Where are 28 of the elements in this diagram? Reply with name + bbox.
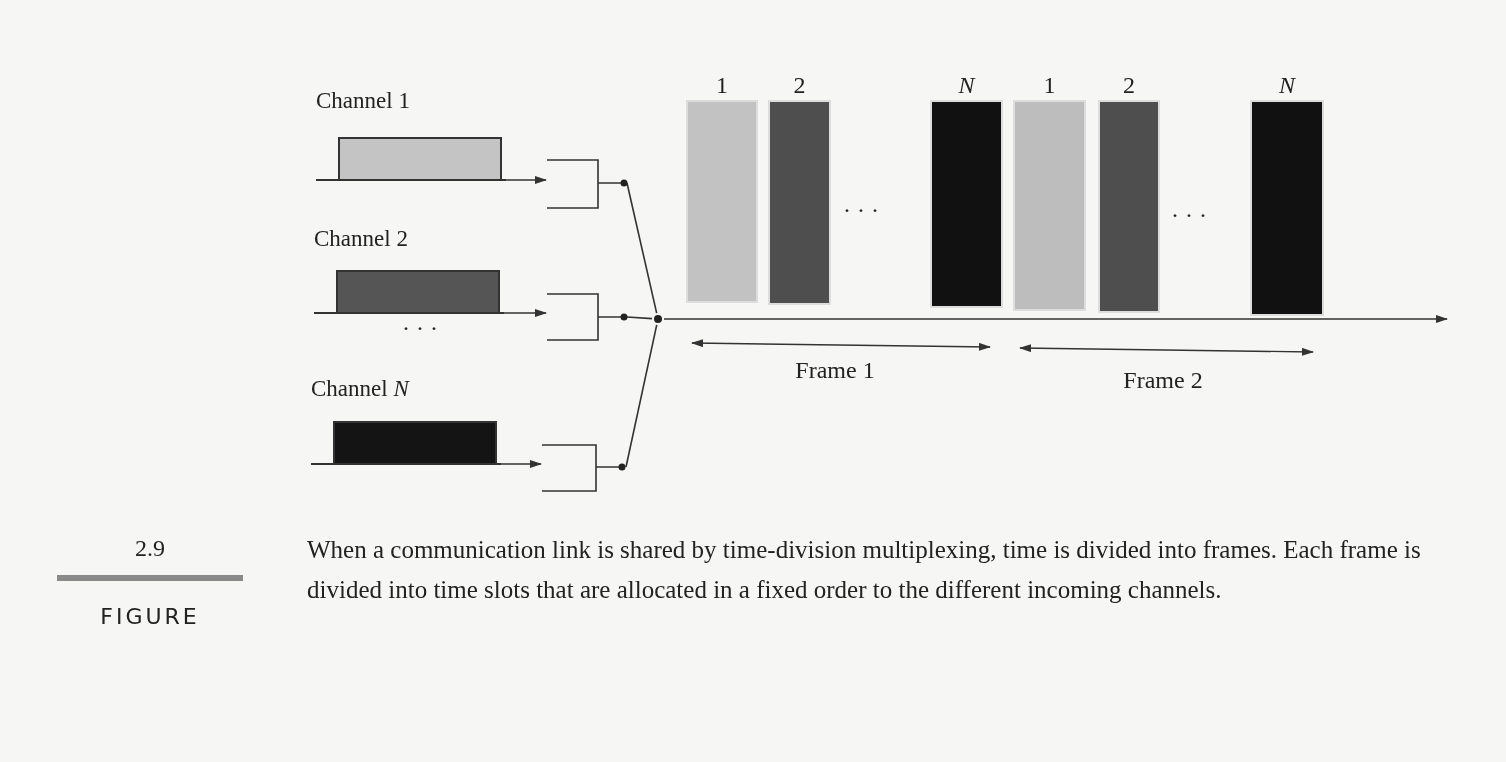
arrow — [505, 176, 547, 184]
connector-line — [626, 316, 653, 320]
frame-label: Frame 1 — [794, 356, 876, 385]
arrow — [503, 309, 547, 317]
connector-line — [625, 324, 658, 468]
slot-number: 1 — [716, 71, 728, 100]
switch-contact — [541, 443, 626, 493]
arrow — [500, 460, 542, 468]
figure-label: FIGURE — [99, 603, 201, 631]
slot-number: N — [1279, 71, 1295, 100]
ellipsis: · · · — [842, 196, 880, 225]
arrow — [663, 315, 1448, 323]
channel-label: Channel 1 — [316, 87, 410, 115]
slot-number: N — [958, 71, 975, 100]
slot-number: 2 — [1123, 71, 1135, 100]
ellipsis: · · · — [401, 314, 439, 343]
figure-number: 2.9 — [134, 534, 166, 563]
caption: When a communication link is shared by time-division multiplexing, time is divided into frames. Each frame is divided into time slots that are allocated in a fixed order to the different incoming channels. — [307, 535, 1422, 605]
slot-number: 2 — [793, 71, 806, 100]
channel-label: Channel N — [311, 375, 409, 403]
frame-label: Frame 2 — [1122, 366, 1204, 395]
channel-label: Channel 2 — [314, 225, 408, 253]
slot-number: 1 — [1043, 71, 1056, 100]
ellipsis: · · · — [1170, 201, 1208, 230]
connector-line — [626, 182, 658, 314]
switch-contact — [546, 292, 628, 342]
switch-contact — [546, 158, 628, 210]
junction-dot — [652, 313, 664, 325]
